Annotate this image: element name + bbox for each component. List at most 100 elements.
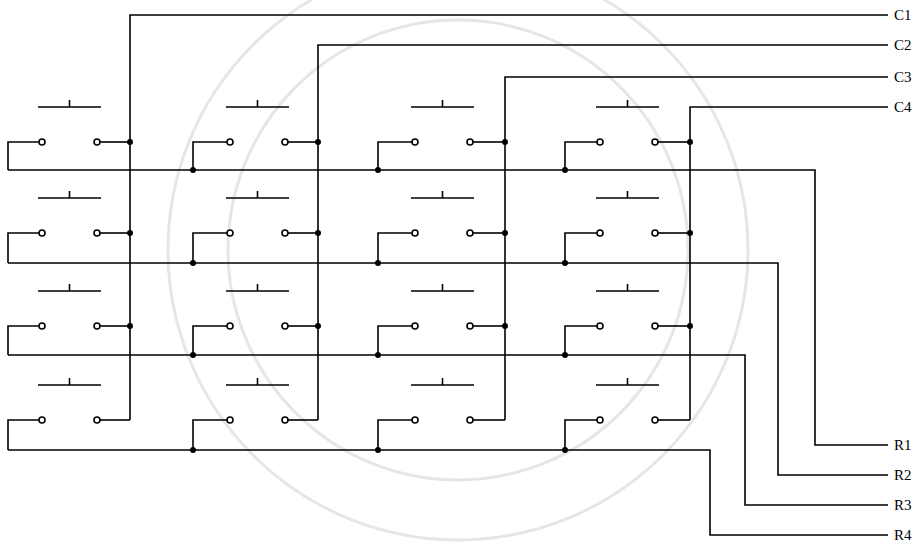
switch-terminal [597, 323, 603, 329]
switch-lead [565, 420, 597, 450]
switch-stem [257, 378, 259, 385]
switch-terminal [412, 417, 418, 423]
switch-lead [658, 232, 690, 234]
switch-lead [473, 325, 505, 327]
switch-stem [627, 191, 629, 198]
switch-terminal [39, 323, 45, 329]
switch-terminal [412, 230, 418, 236]
switch-lead [378, 420, 412, 450]
switch-lead [8, 142, 39, 170]
switch-terminal [227, 417, 233, 423]
switch-lead [473, 141, 505, 143]
switch-lead [378, 142, 412, 170]
switch-terminal [652, 139, 658, 145]
junction-dot [562, 447, 568, 453]
switch-terminal [652, 230, 658, 236]
switch-terminal [282, 230, 288, 236]
switch-stem [257, 100, 259, 107]
switch-stem [69, 378, 71, 385]
column-label: C4 [893, 98, 913, 116]
switch-lead [288, 141, 318, 143]
switch-terminal [412, 139, 418, 145]
switch-lead [100, 141, 130, 143]
switch-terminal [467, 417, 473, 423]
switch-terminal [467, 323, 473, 329]
switch-terminal [412, 323, 418, 329]
switch-stem [627, 284, 629, 291]
switch-lead [473, 419, 505, 421]
junction-dot [190, 260, 196, 266]
switch-stem [257, 284, 259, 291]
row-wire [8, 355, 888, 505]
switch-stem [442, 378, 444, 385]
switch-terminal [227, 139, 233, 145]
junction-dot [315, 323, 321, 329]
junction-dot [502, 139, 508, 145]
switch-lead [658, 141, 690, 143]
junction-dot [315, 230, 321, 236]
switch-lead [473, 232, 505, 234]
switch-terminal [39, 230, 45, 236]
switch-lead [565, 326, 597, 355]
column-wire [318, 45, 888, 420]
switch-terminal [597, 230, 603, 236]
switch-terminal [282, 323, 288, 329]
junction-dot [687, 323, 693, 329]
switch-stem [69, 284, 71, 291]
switch-terminal [282, 139, 288, 145]
switch-terminal [597, 139, 603, 145]
wiring [8, 15, 888, 535]
switch-stem [627, 100, 629, 107]
junction-dot [190, 352, 196, 358]
switch-terminal [227, 323, 233, 329]
switch-lead [100, 232, 130, 234]
column-label: C2 [893, 36, 913, 54]
switch-lead [193, 326, 227, 355]
switch-terminal [597, 417, 603, 423]
switch-stem [442, 284, 444, 291]
column-wire [505, 77, 888, 420]
junction-dot [687, 230, 693, 236]
row-label: R1 [893, 436, 913, 454]
junction-dot [375, 260, 381, 266]
switch-stem [69, 191, 71, 198]
junction-dot [375, 352, 381, 358]
row-wire [8, 263, 888, 475]
switch-lead [658, 325, 690, 327]
junction-dot [562, 260, 568, 266]
switch-lead [193, 142, 227, 170]
row-label: R4 [893, 526, 913, 544]
switch-stem [442, 191, 444, 198]
junction-dot [375, 447, 381, 453]
switch-lead [8, 326, 39, 355]
junction-dot [190, 447, 196, 453]
switch-terminal [94, 230, 100, 236]
switch-lead [288, 325, 318, 327]
column-label: C1 [893, 6, 913, 24]
junction-dot [562, 352, 568, 358]
junction-dot [502, 323, 508, 329]
junction-dot [127, 230, 133, 236]
switch-terminal [94, 139, 100, 145]
junction-dot [315, 139, 321, 145]
switch-terminal [94, 417, 100, 423]
switch-lead [100, 419, 130, 421]
switch-lead [288, 232, 318, 234]
row-label: R2 [893, 466, 913, 484]
switch-lead [8, 233, 39, 263]
switch-terminal [227, 230, 233, 236]
junction-dot [127, 139, 133, 145]
switch-lead [193, 233, 227, 263]
switch-terminal [467, 230, 473, 236]
switch-stem [257, 191, 259, 198]
switch-lead [193, 420, 227, 450]
switch-terminal [652, 323, 658, 329]
junction-dot [127, 323, 133, 329]
row-wire [8, 170, 888, 445]
junction-dot [375, 167, 381, 173]
switch-terminal [282, 417, 288, 423]
switch-lead [288, 419, 318, 421]
row-label: R3 [893, 496, 913, 514]
switch-lead [565, 142, 597, 170]
